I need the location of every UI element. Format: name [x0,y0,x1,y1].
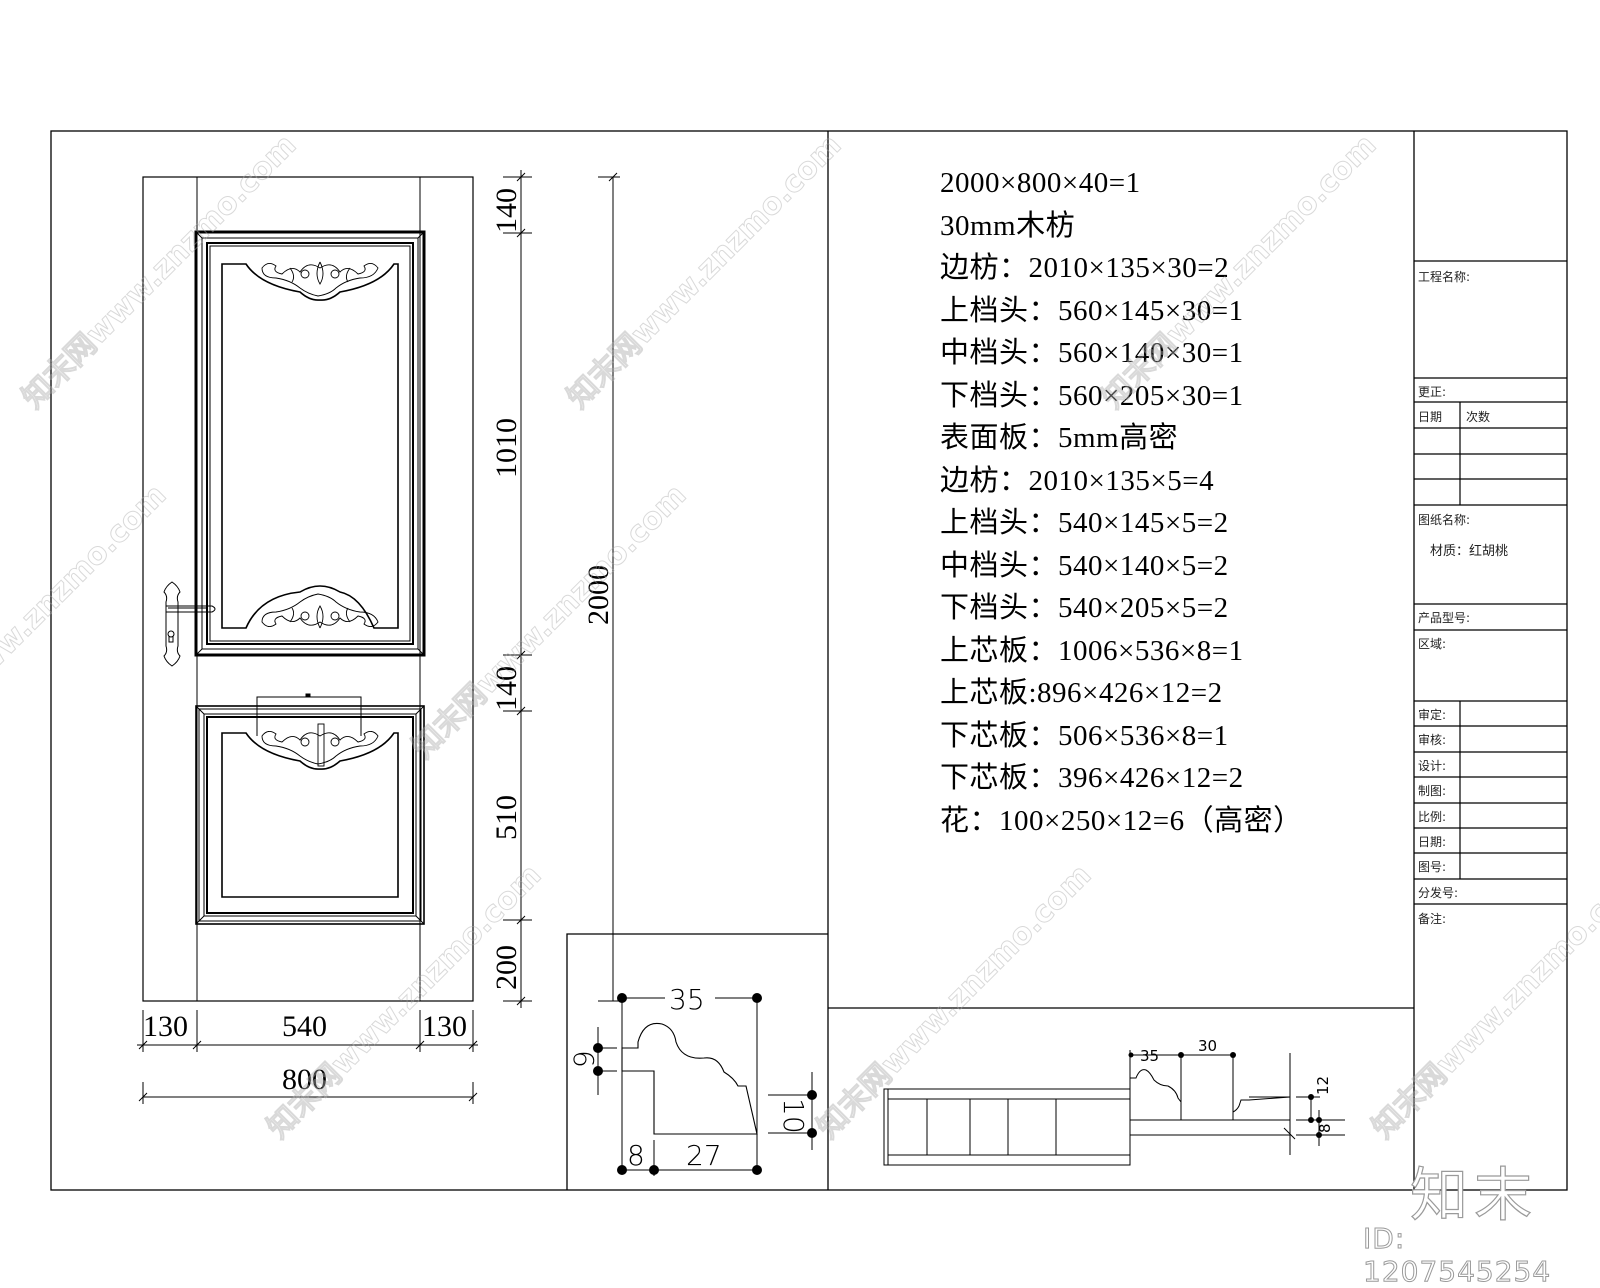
draw-label: 制图: [1418,784,1447,798]
revision-label: 更正: [1418,385,1447,399]
dim-total-height: 2000 [582,565,615,625]
upper-panel [194,230,426,657]
dimension-labels: 130 540 130 800 140 1010 140 510 200 200… [143,188,615,1096]
approve-label: 审定: [1418,708,1447,722]
dim-panel-width: 540 [282,1010,327,1043]
carving-ornament-lower [261,723,379,767]
dim-profile-offset: 8 [627,1139,645,1172]
review-label: 审核: [1418,733,1447,747]
spec-line: 下档头：560×205×30=1 [940,379,1244,412]
dim-upper-panel: 1010 [490,418,523,478]
section-dimension-labels: 35 30 12 8 [1140,1037,1334,1133]
dim-profile-top-width: 35 [669,983,705,1016]
spec-line: 下芯板：396×426×12=2 [940,762,1244,794]
door-handle [163,581,216,667]
dim-profile-right-height: 10 [777,1098,810,1134]
watermark-id: ID: 1207545254 [1363,1222,1552,1288]
section-dots [1128,1052,1322,1138]
distribution-number-label: 分发号: [1418,886,1459,900]
section-detail [883,1050,1345,1166]
dim-total-width: 800 [282,1063,327,1096]
door-elevation [137,170,1567,1176]
spec-line: 花：100×250×12=6（高密） [940,804,1303,837]
spec-line: 下芯板：506×536×8=1 [940,719,1229,752]
dim-left-stile: 130 [143,1010,188,1043]
scale-label: 比例: [1418,810,1447,824]
dimension-dots [593,993,817,1175]
title-block-grid [1414,260,1567,905]
spec-line: 上档头：560×145×30=1 [940,294,1244,327]
spec-line: 上档头：540×145×5=2 [940,507,1229,539]
spec-line: 下档头：540×205×5=2 [940,592,1229,624]
drawing-number-label: 图号: [1418,860,1447,874]
spec-line: 表面板：5mm高密 [940,422,1179,454]
dim-profile-bottom-width: 27 [686,1139,722,1172]
revision-date-header: 日期 [1418,410,1443,424]
spec-line: 2000×800×40=1 [940,167,1141,199]
dim-section-frame: 30 [1198,1037,1217,1055]
dim-top-rail: 140 [490,188,523,233]
molding-profile-detail [597,997,813,1176]
dim-right-stile: 130 [422,1010,467,1043]
carving-ornament-bottom [261,593,379,629]
spec-line: 中档头：540×140×5=2 [940,549,1229,582]
dim-mid-rail: 140 [490,666,523,711]
horizontal-dimensions [137,1010,478,1104]
profile-dimension-labels: 35 6 8 27 10 [567,983,810,1172]
watermark-logo: 知末 [1409,1160,1539,1229]
drawing-name-label: 图纸名称: [1418,513,1471,527]
notes-label: 备注: [1418,912,1447,926]
area-label: 区域: [1418,637,1447,651]
vertical-dimensions [503,170,620,1008]
spec-line: 中档头：560×140×30=1 [940,337,1244,369]
spec-line: 30mm木枋 [940,209,1076,242]
lower-panel [195,693,425,925]
project-name-label: 工程名称: [1418,270,1471,284]
material-spec-list: 2000×800×40=1 30mm木枋 边枋：2010×135×30=2 上档… [940,162,1303,842]
carving-ornament-top [261,261,379,297]
revision-count-header: 次数 [1466,410,1491,424]
dim-section-top: 12 [1314,1076,1332,1095]
material-label: 材质：红胡桃 [1430,544,1509,559]
date-label: 日期: [1418,835,1447,849]
dim-bottom-rail: 200 [490,945,523,990]
spec-line: 边枋：2010×135×30=2 [940,252,1230,284]
spec-line: 上芯板:896×426×12=2 [940,677,1223,709]
dim-lower-panel: 510 [490,795,523,840]
spec-line: 上芯板：1006×536×8=1 [940,634,1244,667]
dim-section-bottom: 8 [1316,1123,1334,1133]
spec-line: 边枋：2010×135×5=4 [940,464,1215,497]
design-label: 设计: [1418,759,1447,773]
product-model-label: 产品型号: [1418,611,1471,625]
sheet-border [50,130,1568,1191]
dim-section-molding: 35 [1140,1047,1159,1065]
dim-profile-step: 6 [567,1050,600,1068]
